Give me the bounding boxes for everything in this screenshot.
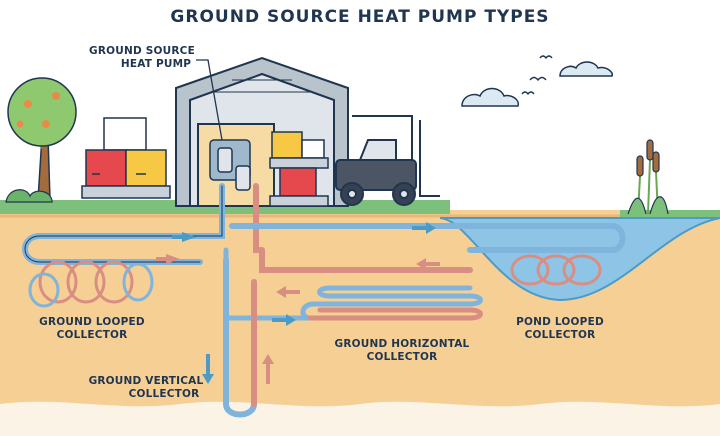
label-ground-horizontal-line1: GROUND HORIZONTAL: [335, 338, 470, 350]
pond: [439, 217, 720, 302]
tree-icon: [7, 77, 77, 201]
label-heat-pump-line1: GROUND SOURCE: [89, 45, 195, 57]
cloud-icon: [559, 61, 614, 77]
flow-arrow-icon: [172, 232, 196, 242]
heat-pump-unit-icon: [209, 139, 251, 191]
label-pond-looped-line1: POND LOOPED: [516, 316, 604, 328]
forklift-icon: [335, 115, 440, 206]
flow-arrow-icon: [272, 314, 296, 326]
ground-loop-pipes: [22, 183, 626, 418]
label-ground-looped-line2: COLLECTOR: [57, 329, 128, 341]
label-heat-pump-line2: HEAT PUMP: [121, 58, 191, 70]
label-ground-vertical-line2: COLLECTOR: [129, 388, 200, 400]
flow-arrow-icon: [412, 222, 436, 234]
label-ground-horizontal-line2: COLLECTOR: [367, 351, 438, 363]
flow-arrows: [156, 222, 440, 384]
label-ground-vertical-line1: GROUND VERTICAL: [89, 375, 204, 387]
leader-line: [196, 59, 223, 141]
label-pond-looped-line2: COLLECTOR: [525, 329, 596, 341]
flow-arrow-icon: [276, 286, 300, 298]
label-ground-looped-line1: GROUND LOOPED: [39, 316, 145, 328]
label-ground-horizontal: GROUND HORIZONTAL COLLECTOR: [335, 338, 470, 363]
cloud-icon: [461, 87, 520, 107]
bird-icon: [521, 55, 553, 96]
label-ground-vertical: GROUND VERTICAL COLLECTOR: [89, 375, 204, 400]
crate-icon: [269, 131, 329, 207]
building-icon: [175, 56, 349, 207]
bush: [5, 189, 53, 203]
flow-arrow-icon: [262, 354, 274, 384]
label-pond-looped: POND LOOPED COLLECTOR: [516, 316, 604, 341]
cattail-icon: [627, 139, 669, 215]
diagram-title: GROUND SOURCE HEAT PUMP TYPES: [170, 7, 549, 27]
label-ground-looped: GROUND LOOPED COLLECTOR: [39, 316, 145, 341]
flow-arrow-icon: [416, 258, 440, 270]
flow-arrow-icon: [156, 254, 180, 264]
crate-icon: [81, 117, 171, 199]
flow-arrow-icon: [202, 354, 214, 384]
label-heat-pump: GROUND SOURCE HEAT PUMP: [89, 45, 195, 70]
